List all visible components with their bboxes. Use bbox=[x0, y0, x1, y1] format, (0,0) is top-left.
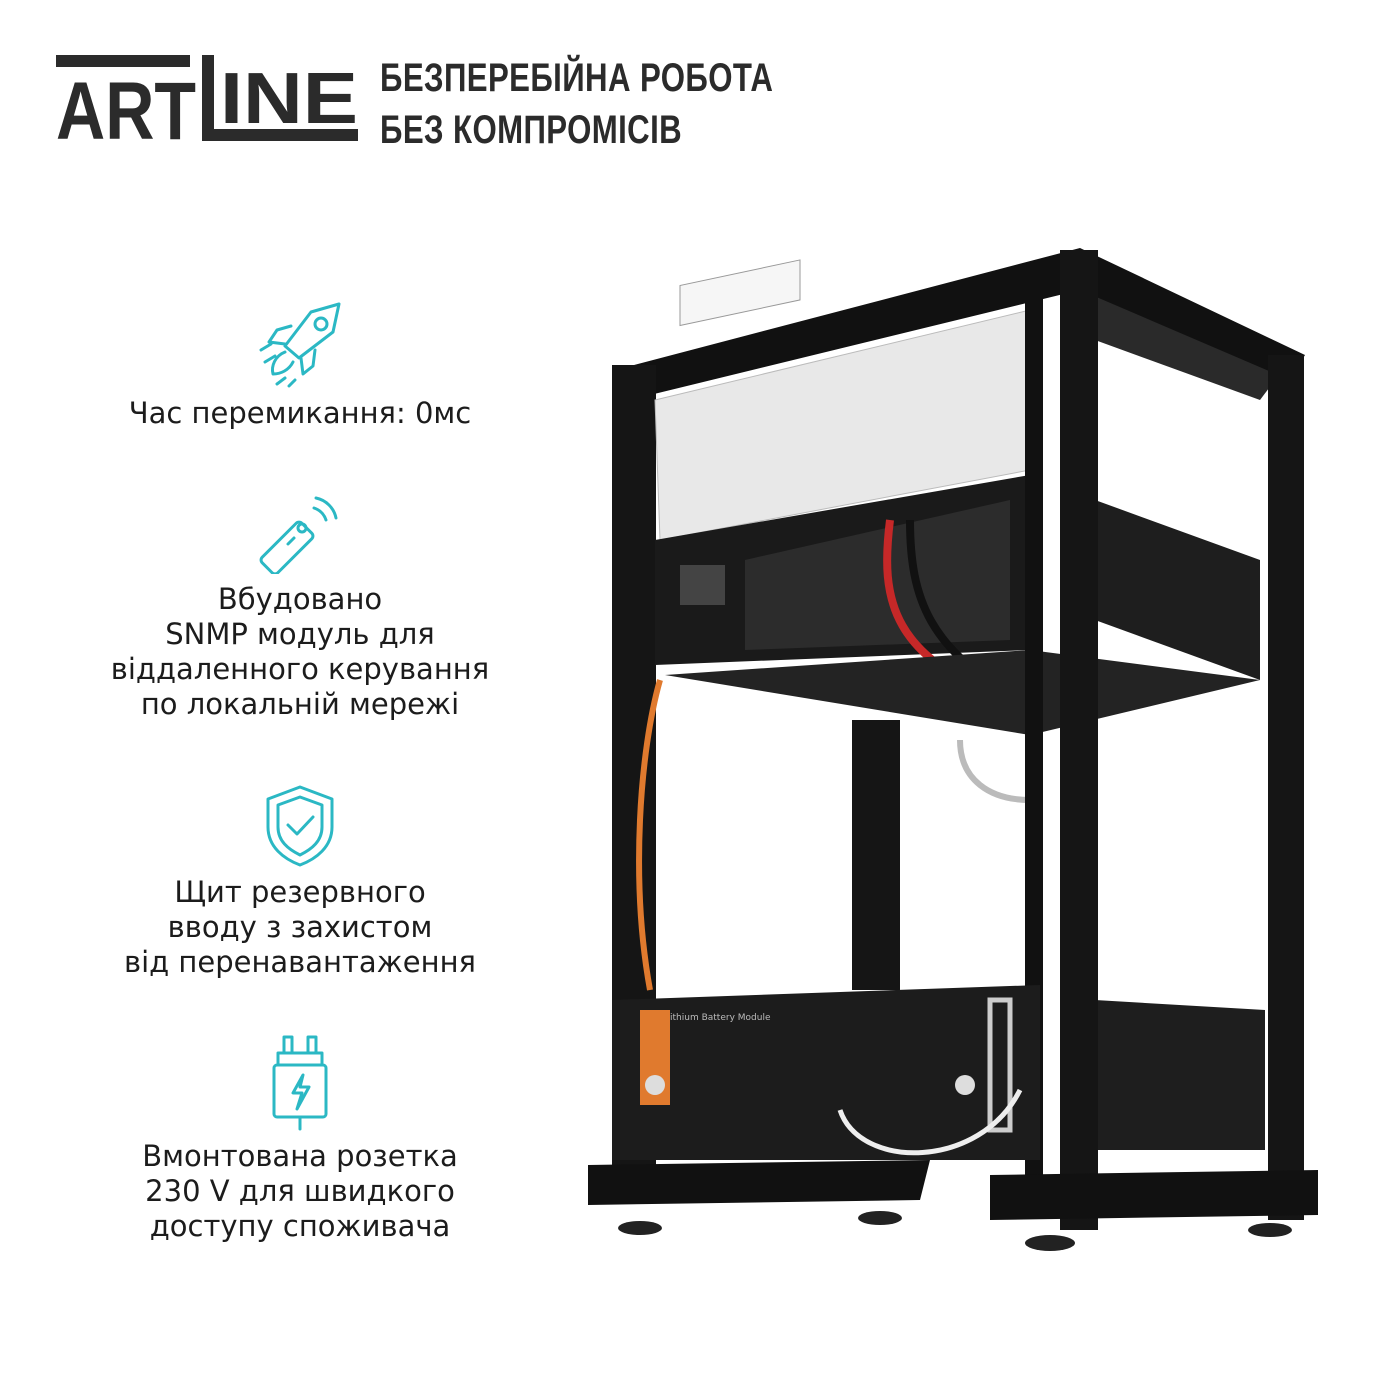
shield-check-icon bbox=[266, 785, 334, 867]
bottom-shelf-device bbox=[1095, 1000, 1265, 1150]
battery-module bbox=[612, 985, 1040, 1160]
feature-text: вводу з захистом bbox=[167, 910, 433, 944]
feature-text: по локальній мережі bbox=[140, 687, 460, 721]
foot bbox=[1248, 1223, 1292, 1237]
feature-text: 230 V для швидкого bbox=[145, 1174, 455, 1208]
artline-logo: ART INE bbox=[56, 55, 358, 141]
rack-post-front-right bbox=[1060, 250, 1098, 1230]
feature-text: від перенавантаження bbox=[123, 945, 477, 979]
feature-protection: Щит резервного вводу з захистом від пере… bbox=[60, 785, 540, 980]
rack-post-front-right-inner bbox=[1025, 270, 1043, 1200]
rack-top-frame bbox=[615, 248, 1305, 395]
feature-text: Щит резервного bbox=[174, 875, 426, 909]
tagline-line-1: БЕЗПЕРЕБІЙНА РОБОТА bbox=[380, 56, 774, 100]
inverter-vent bbox=[745, 500, 1010, 650]
rack-base-left bbox=[588, 1160, 930, 1205]
battery-label: Lithium Battery Module bbox=[665, 1013, 771, 1023]
rocket-icon bbox=[259, 302, 341, 388]
foot bbox=[618, 1221, 662, 1235]
ups-rack-product-image: Lithium Battery Module bbox=[588, 248, 1318, 1251]
rack-base-right bbox=[990, 1170, 1318, 1220]
rack-post-back-left bbox=[852, 720, 900, 990]
feature-socket: Вмонтована розетка 230 V для швидкого до… bbox=[60, 1035, 540, 1244]
middle-shelf bbox=[665, 650, 1260, 735]
orange-cable bbox=[636, 679, 663, 991]
tagline: БЕЗПЕРЕБІЙНА РОБОТА БЕЗ КОМПРОМІСІВ bbox=[380, 52, 773, 156]
battery-knob-left bbox=[645, 1075, 665, 1095]
feature-text: доступу споживача bbox=[149, 1209, 451, 1243]
feature-text: SNMP модуль для bbox=[165, 617, 435, 651]
rack-post-back-right bbox=[1268, 355, 1304, 1220]
remote-control-icon bbox=[259, 496, 338, 574]
feature-text: віддаленного керування bbox=[110, 652, 490, 686]
svg-text:ART: ART bbox=[56, 66, 196, 141]
middle-shelf-device bbox=[1095, 500, 1260, 680]
power-plug-icon bbox=[272, 1035, 328, 1131]
foot bbox=[858, 1211, 902, 1225]
svg-text:INE: INE bbox=[220, 59, 358, 139]
inverter-display bbox=[680, 565, 725, 605]
breakers bbox=[679, 259, 801, 327]
feature-text: Час перемикання: 0мс bbox=[128, 396, 472, 430]
feature-switch-time: Час перемикання: 0мс bbox=[60, 300, 540, 431]
foot bbox=[1025, 1235, 1075, 1251]
feature-text: Вмонтована розетка bbox=[142, 1139, 458, 1173]
battery-handle bbox=[987, 997, 1013, 1133]
feature-snmp: Вбудовано SNMP модуль для віддаленного к… bbox=[60, 490, 540, 722]
feature-text: Вбудовано bbox=[217, 582, 383, 616]
top-shelf-back bbox=[1080, 290, 1290, 400]
grey-cable bbox=[957, 739, 1031, 803]
white-cable bbox=[837, 1088, 1023, 1156]
battery-knob-right bbox=[955, 1075, 975, 1095]
tagline-line-2: БЕЗ КОМПРОМІСІВ bbox=[380, 108, 683, 152]
